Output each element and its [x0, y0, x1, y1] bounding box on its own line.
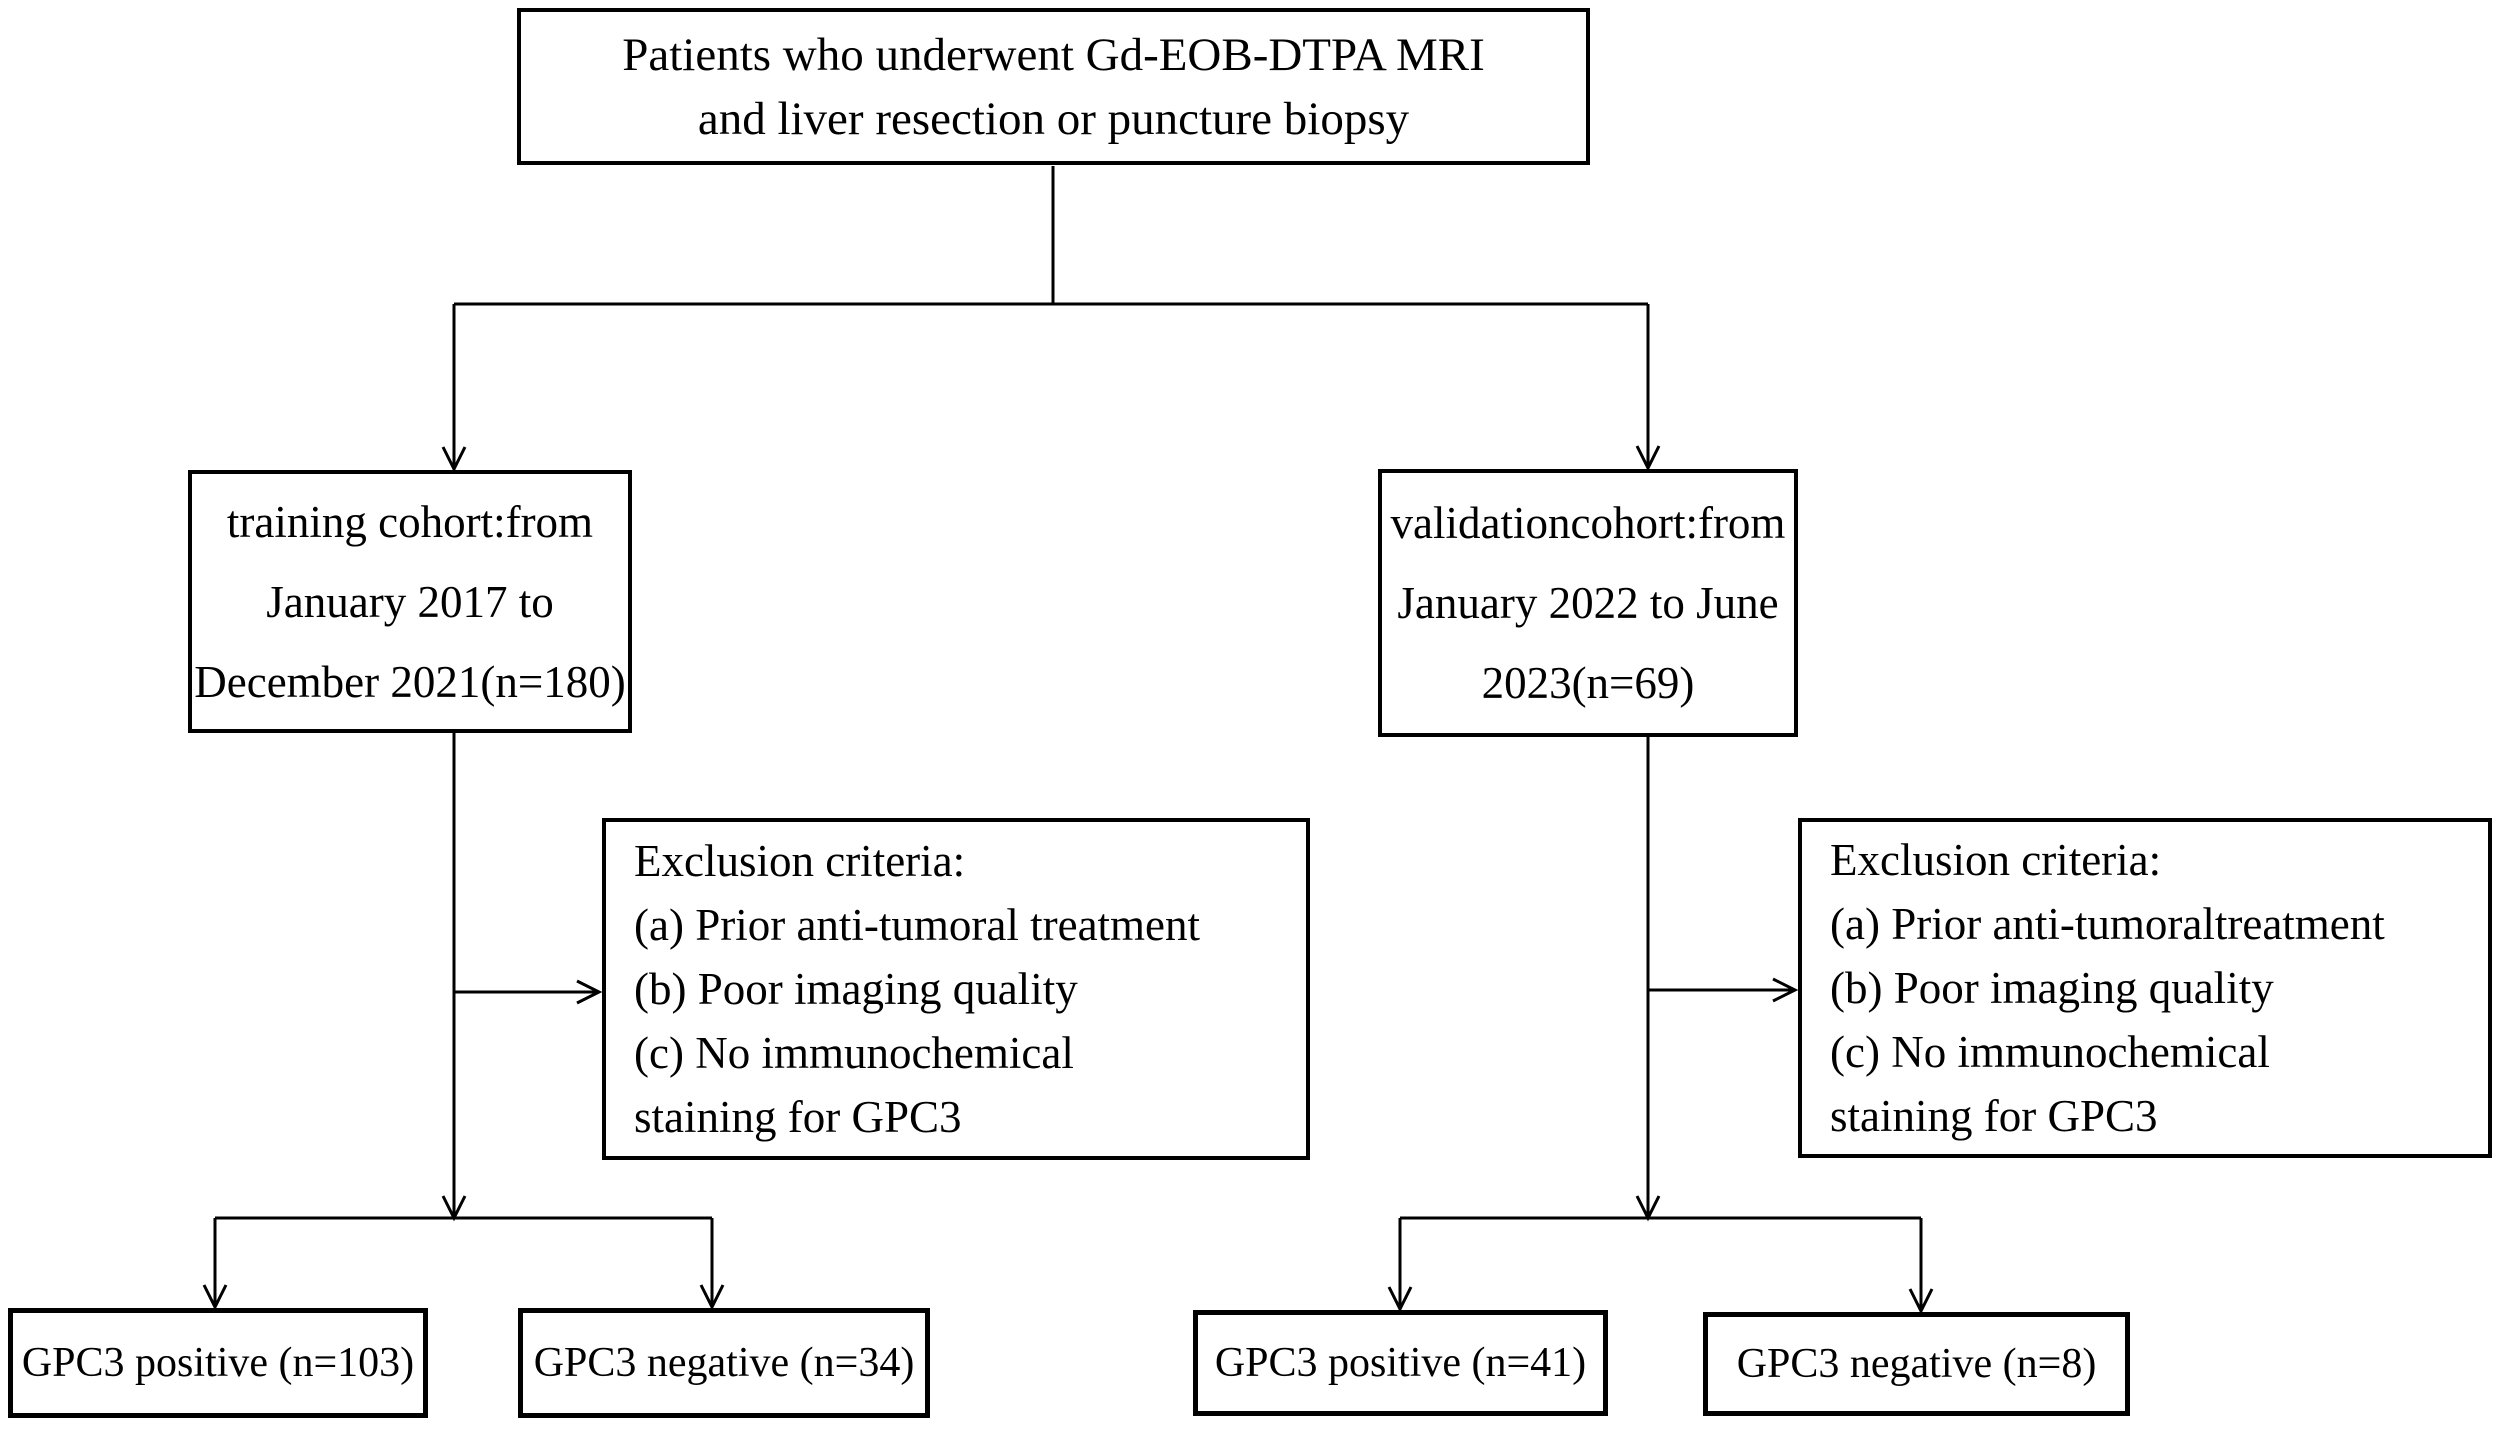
validation-gpc3-positive-box: GPC3 positive (n=41) — [1193, 1310, 1608, 1416]
training-cohort-box: training cohort:from January 2017 to Dec… — [188, 470, 632, 733]
connector-title-to-cohorts — [441, 166, 1661, 473]
training-gpc3-positive-box: GPC3 positive (n=103) — [8, 1308, 428, 1418]
training-gpc3-positive-text: GPC3 positive (n=103) — [21, 1340, 415, 1386]
validation-cohort-box: validationcohort:from January 2022 to Ju… — [1378, 469, 1798, 737]
validation-exclusion-box: Exclusion criteria: (a) Prior anti-tumor… — [1798, 818, 2492, 1158]
patients-title-box: Patients who underwent Gd-EOB-DTPA MRI a… — [517, 8, 1590, 165]
training-cohort-text: training cohort:from January 2017 to Dec… — [194, 496, 626, 707]
validation-negative-arrowhead-icon — [1908, 1288, 1934, 1315]
validation-exclusion-text: Exclusion criteria: (a) Prior anti-tumor… — [1830, 835, 2385, 1141]
validation-exclusion-arrowhead-icon — [1772, 977, 1799, 1003]
training-negative-arrowhead-icon — [699, 1284, 725, 1311]
validation-gpc3-negative-box: GPC3 negative (n=8) — [1703, 1312, 2130, 1416]
training-exclusion-box: Exclusion criteria: (a) Prior anti-tumor… — [602, 818, 1310, 1160]
training-arrowhead-icon — [441, 446, 467, 473]
training-gpc3-negative-box: GPC3 negative (n=34) — [518, 1308, 930, 1418]
training-exclusion-text: Exclusion criteria: (a) Prior anti-tumor… — [634, 836, 1201, 1142]
training-positive-arrowhead-icon — [202, 1284, 228, 1311]
connector-training-branch — [202, 733, 725, 1311]
validation-gpc3-negative-text: GPC3 negative (n=8) — [1736, 1341, 2097, 1387]
validation-arrowhead-icon — [1635, 445, 1661, 472]
validation-cohort-text: validationcohort:from January 2022 to Ju… — [1390, 498, 1786, 708]
training-exclusion-arrowhead-icon — [576, 979, 603, 1005]
validation-positive-arrowhead-icon — [1387, 1286, 1413, 1313]
patients-title-text: Patients who underwent Gd-EOB-DTPA MRI a… — [622, 28, 1485, 145]
validation-gpc3-positive-text: GPC3 positive (n=41) — [1214, 1340, 1587, 1386]
training-gpc3-negative-text: GPC3 negative (n=34) — [533, 1340, 915, 1386]
connector-validation-branch — [1387, 737, 1934, 1315]
